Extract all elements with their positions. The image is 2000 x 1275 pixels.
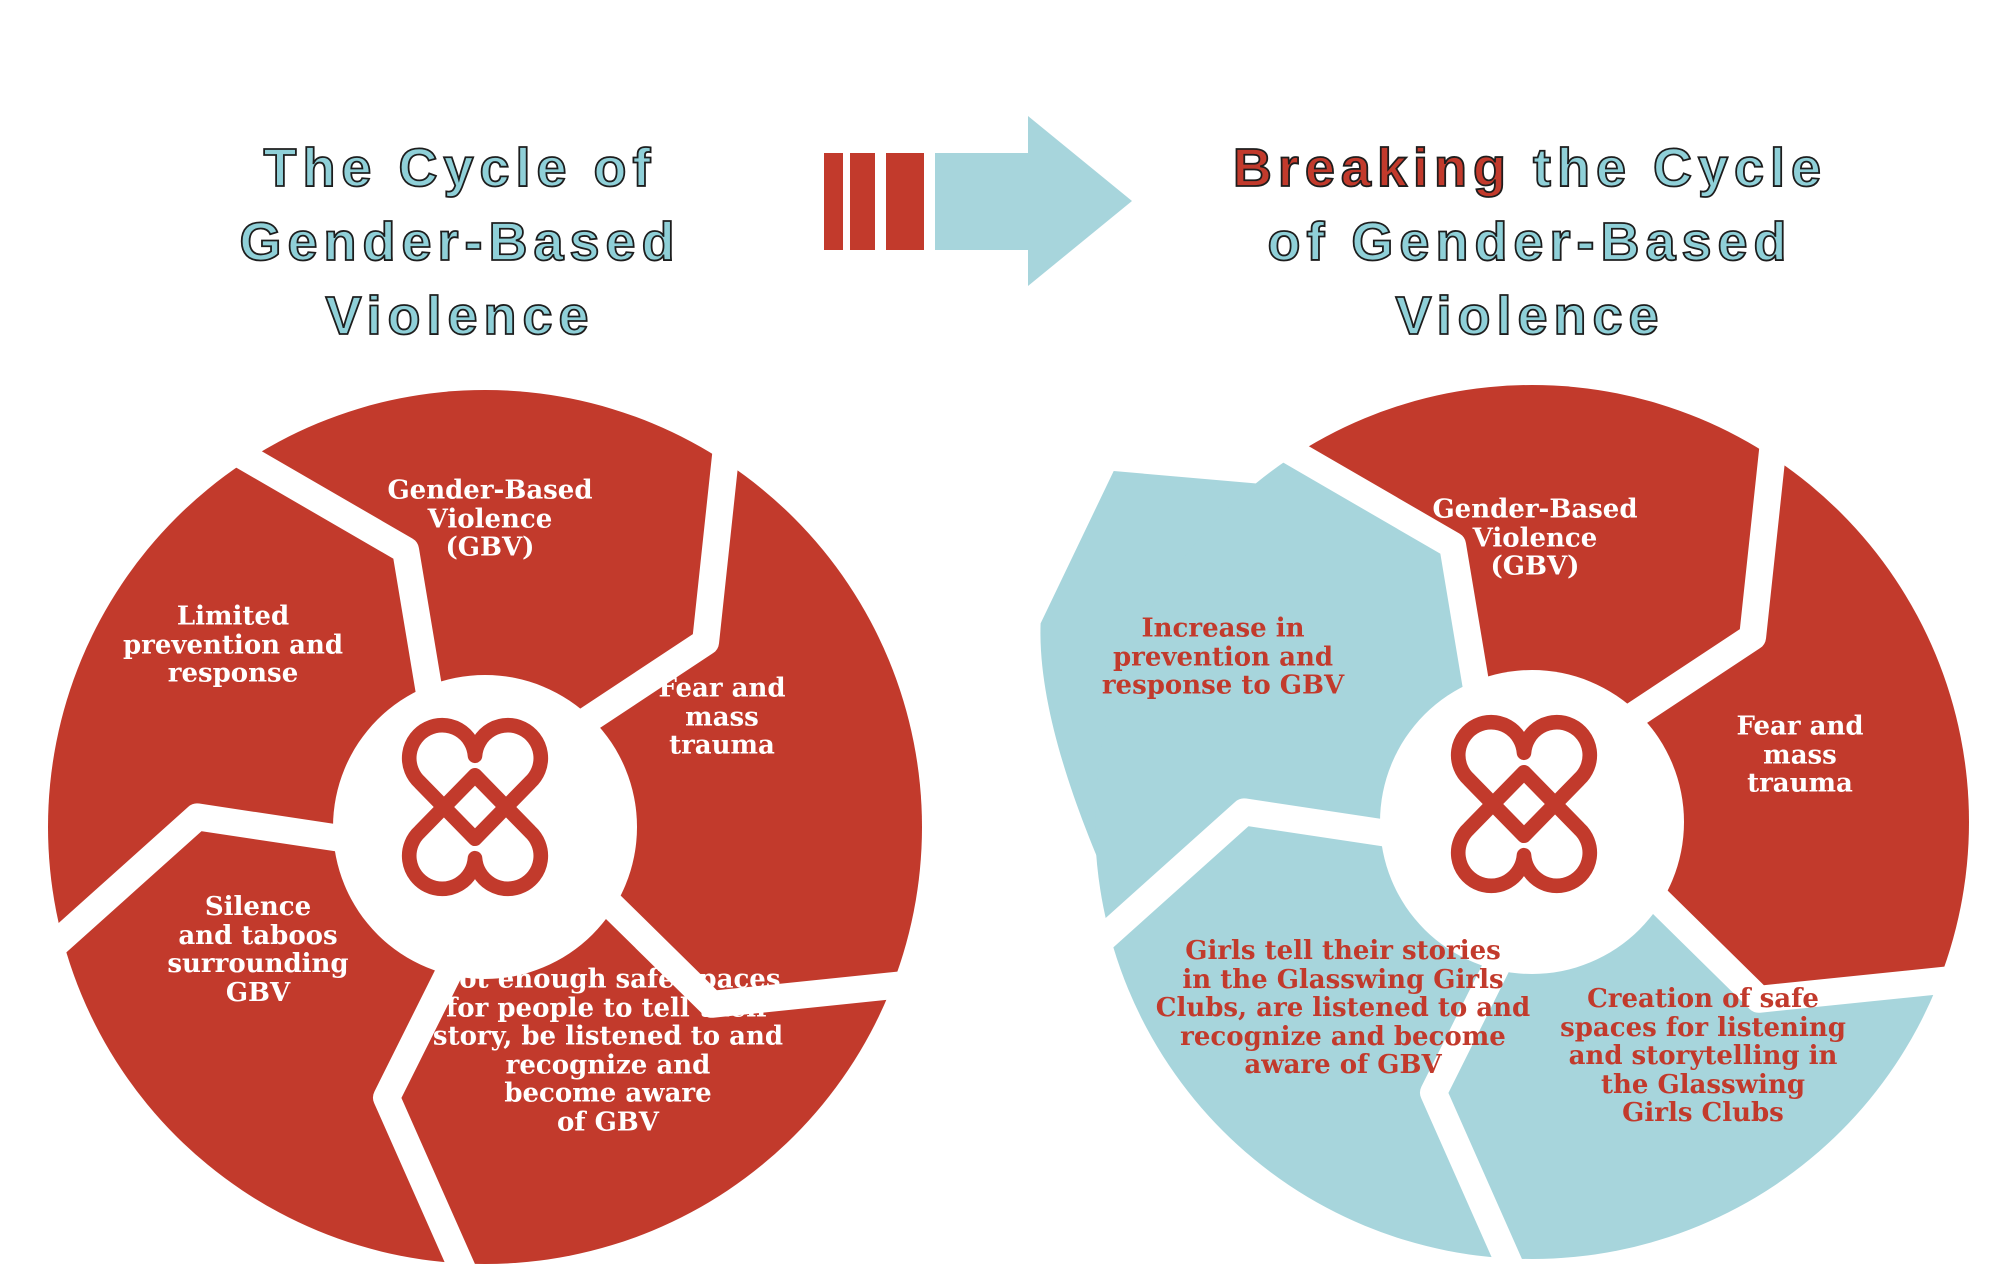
arrow-bar-3 xyxy=(886,153,924,250)
left-title-line2: Gender-Based xyxy=(239,211,681,273)
right-label-gbv: Gender-Based Violence (GBV) xyxy=(1432,494,1638,582)
right-title-line1-rest: the Cycle xyxy=(1511,137,1828,199)
left-label-gbv: Gender-Based Violence (GBV) xyxy=(387,475,593,563)
left-title-line3: Violence xyxy=(325,285,595,347)
arrow-body xyxy=(935,153,1030,250)
left-title-line1: The Cycle of xyxy=(263,137,657,199)
left-gap-divider-3 xyxy=(45,803,359,972)
left-segment-gbv-shape xyxy=(132,390,740,725)
left-segment-no-safe-spaces-shape xyxy=(386,899,922,1264)
right-label-fear: Fear and mass trauma xyxy=(1736,711,1864,799)
left-gap-divider-4 xyxy=(373,949,480,1275)
left-segment-silence-shape xyxy=(48,816,515,1264)
right-segment-girls-shape xyxy=(1095,811,1562,1259)
right-label-girls-tell-stories: Girls tell their stories in the Glasswin… xyxy=(1155,935,1531,1080)
right-gap-divider-1 xyxy=(1614,383,1794,734)
left-title: The Cycle of Gender-Based Violence xyxy=(160,131,760,353)
left-gap-divider-2 xyxy=(119,390,444,712)
right-cycle-pinwheel xyxy=(1030,383,1972,1275)
left-gap-divider-5 xyxy=(591,885,925,1018)
left-label-no-safe-spaces: Not enough safe spaces for people to tel… xyxy=(432,964,784,1137)
left-cycle-pinwheel xyxy=(45,390,925,1275)
right-gap-divider-5 xyxy=(1638,880,1972,1013)
right-title-line3: Violence xyxy=(1395,285,1665,347)
right-label-increase-prevention: Increase in prevention and response to G… xyxy=(1101,613,1345,701)
right-gap-divider-3 xyxy=(1030,798,1406,1023)
left-gap-divider-1 xyxy=(567,390,747,739)
right-title-line1: Breaking the Cycle xyxy=(1210,131,1850,205)
arrow-bar-1 xyxy=(824,153,843,250)
arrow-head xyxy=(1028,116,1132,286)
left-label-silence: Silence and taboos surrounding GBV xyxy=(167,892,349,1008)
right-segment-creation-shape xyxy=(1433,894,1969,1259)
right-segment-gbv-shape xyxy=(1179,385,1787,720)
arrow-bar-2 xyxy=(850,153,875,250)
transition-arrow-icon xyxy=(824,116,1132,286)
right-gap-divider-4 xyxy=(1420,944,1530,1275)
right-segment-fear-shape xyxy=(1627,385,1969,1000)
right-interlocked-hearts-logo-icon xyxy=(1450,714,1598,894)
left-segment-fear-shape xyxy=(580,390,922,1005)
right-gap-divider-2 xyxy=(1166,383,1491,707)
right-title: Breaking the Cycle of Gender-Based Viole… xyxy=(1210,131,1850,353)
right-label-creation-safe-spaces: Creation of safe spaces for listening an… xyxy=(1560,983,1846,1128)
left-interlocked-hearts-logo-icon xyxy=(401,717,549,897)
left-label-limited-prevention: Limited prevention and response xyxy=(122,601,344,689)
left-label-fear: Fear and mass trauma xyxy=(658,673,786,761)
right-title-highlight: Breaking xyxy=(1232,137,1512,199)
right-title-line2: of Gender-Based xyxy=(1267,211,1793,273)
